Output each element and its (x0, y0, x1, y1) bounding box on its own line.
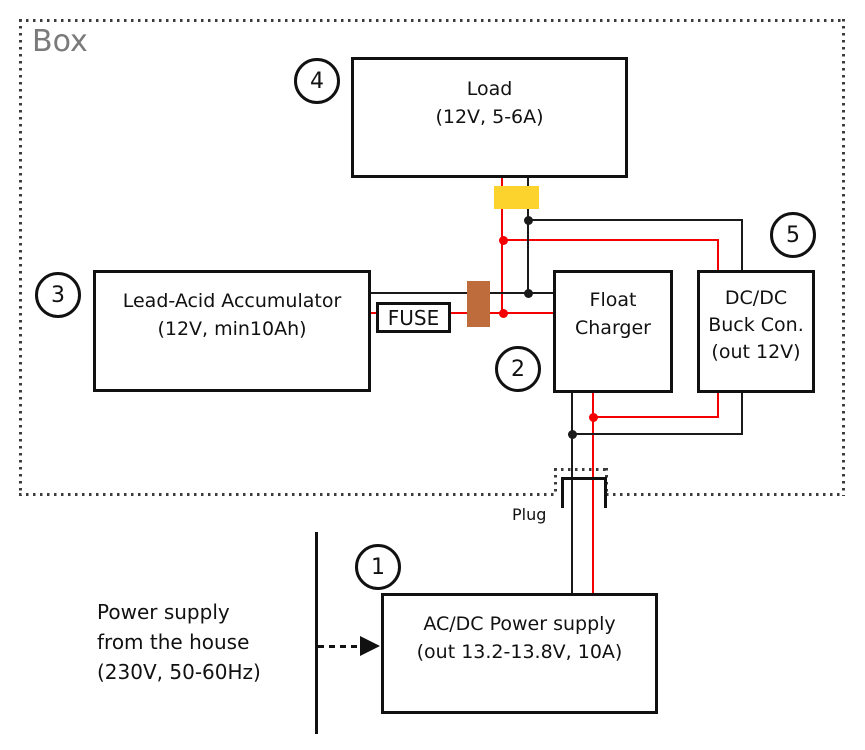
wire-red-load-vertical (501, 177, 503, 314)
marker-circle-5: 5 (770, 212, 816, 258)
yellow-connector-block (494, 186, 539, 209)
box-border-bottom-right (606, 493, 843, 496)
wire-red-top-horizontal (501, 239, 719, 241)
box-border-plug-bump-left (554, 468, 557, 496)
buck-converter-spec: (out 12V) (711, 341, 801, 363)
marker-circle-2: 2 (495, 346, 541, 392)
mains-dashed-arrow-line (318, 645, 362, 648)
house-supply-caption: Power supply from the house (230V, 50-60… (97, 597, 261, 687)
mains-arrow-head-icon (360, 636, 380, 656)
box-border-plug-bump-top (554, 468, 608, 471)
wire-red-accumulator-to-fuse (369, 312, 377, 314)
wire-red-buck-bottom-vertical (717, 392, 719, 418)
marker-circle-1: 1 (355, 544, 401, 590)
plug-symbol-left-prong (561, 477, 564, 508)
wire-red-buck-top-vertical (717, 239, 719, 271)
fuse-box: FUSE (376, 302, 451, 333)
junction-dot-red-bottom (588, 412, 598, 422)
buck-converter-box: DC/DC Buck Con. (out 12V) (697, 270, 815, 393)
plug-symbol-bar (561, 477, 607, 480)
acdc-supply-spec: (out 13.2-13.8V, 10A) (416, 641, 623, 663)
accumulator-title: Lead-Acid Accumulator (122, 290, 342, 312)
mains-separator-line (315, 532, 318, 734)
house-supply-line3: (230V, 50-60Hz) (97, 660, 261, 684)
float-charger-title-line1: Float (589, 289, 637, 311)
house-supply-line1: Power supply (97, 600, 230, 624)
load-title: Load (466, 78, 513, 100)
wire-red-charger-to-acdc-vertical (592, 392, 594, 594)
wire-black-bottom-horizontal (571, 433, 743, 435)
load-spec: (12V, 5-6A) (435, 106, 544, 128)
marker-number-5: 5 (786, 222, 800, 248)
box-enclosure-label: Box (32, 24, 88, 59)
box-border-top (19, 19, 844, 22)
wire-red-bottom-horizontal (592, 416, 719, 418)
junction-dot-black-bottom (567, 429, 577, 439)
box-border-bottom-left (19, 493, 556, 496)
acdc-supply-title: AC/DC Power supply (423, 613, 616, 635)
junction-dot-red-top (498, 235, 508, 245)
house-supply-line2: from the house (97, 630, 250, 654)
plug-label: Plug (512, 505, 547, 524)
junction-dot-red-middle (498, 308, 508, 318)
wire-black-top-horizontal (527, 219, 743, 221)
marker-circle-4: 4 (294, 58, 340, 104)
box-border-left (19, 19, 22, 496)
box-border-right (842, 19, 845, 496)
plug-symbol-right-prong (604, 477, 607, 508)
load-box: Load (12V, 5-6A) (351, 57, 628, 178)
wire-black-load-vertical (527, 177, 529, 294)
wire-black-charger-to-acdc-vertical (571, 392, 573, 594)
junction-dot-black-middle (523, 288, 533, 298)
marker-number-1: 1 (371, 554, 385, 580)
brown-connector-block (467, 281, 490, 327)
fuse-label: FUSE (387, 305, 440, 330)
buck-converter-title-line1: DC/DC (724, 287, 788, 309)
wire-black-buck-bottom-vertical (741, 392, 743, 435)
float-charger-box: Float Charger (553, 270, 673, 393)
accumulator-spec: (12V, min10Ah) (157, 318, 307, 340)
buck-converter-title-line2: Buck Con. (708, 314, 804, 336)
float-charger-title-line2: Charger (575, 317, 651, 339)
acdc-supply-box: AC/DC Power supply (out 13.2-13.8V, 10A) (381, 593, 658, 714)
marker-circle-3: 3 (35, 272, 81, 318)
marker-number-4: 4 (310, 68, 324, 94)
wire-black-accumulator-to-charger (370, 292, 554, 294)
marker-number-2: 2 (511, 356, 525, 382)
junction-dot-black-top (523, 215, 533, 225)
wire-black-buck-top-vertical (741, 219, 743, 271)
marker-number-3: 3 (51, 282, 65, 308)
accumulator-box: Lead-Acid Accumulator (12V, min10Ah) (93, 270, 371, 392)
